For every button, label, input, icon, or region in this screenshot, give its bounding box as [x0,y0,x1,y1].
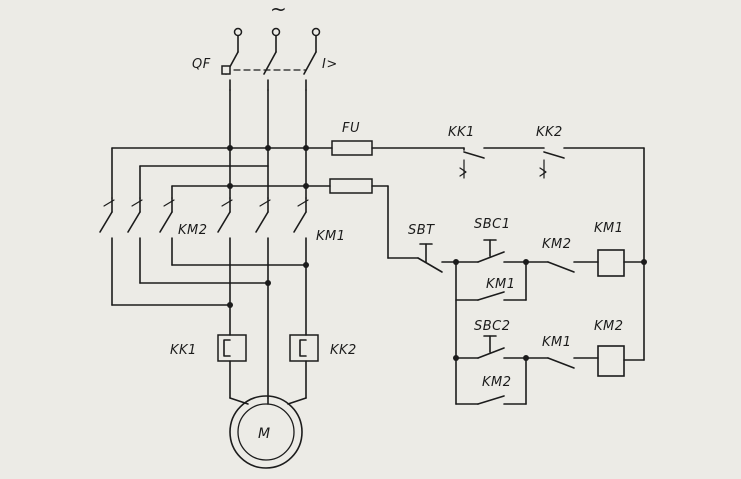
ac-symbol: ~ [270,0,287,21]
km1-interlock-label: KM1 [542,335,572,350]
km1-coil [597,249,625,277]
kk2-heater [289,334,319,362]
thermal-relays [217,334,319,399]
kk1-contact-label: KK1 [448,125,475,140]
motor [229,395,307,469]
terminal-l2 [271,27,281,37]
km2-interlock-label: KM2 [542,237,572,252]
terminal-l1 [233,27,243,37]
kk2-contact-label: KK2 [536,125,563,140]
km2-power-label: KM2 [178,223,208,238]
motor-inner [237,403,295,461]
kk1-relay-label: KK1 [170,343,197,358]
sbt-label: SBT [408,223,435,238]
phase-conductors [229,89,307,199]
km1-power-label: KM1 [316,229,346,244]
qf-latch [221,65,231,75]
fuse-1 [331,140,373,156]
km2-coil [597,345,625,377]
control-circuit [417,147,647,405]
kk1-heater [217,334,247,362]
motor-outer [229,395,303,469]
contactor-contacts [99,147,309,399]
motor-label: M [258,426,271,442]
fu-label: FU [342,121,360,136]
qf-label: QF [192,57,211,72]
terminal-l3 [311,27,321,37]
fuse-2 [329,178,373,194]
qf-breaker [221,51,317,91]
km1-coil-label: KM1 [594,221,624,236]
km1-holding-label: KM1 [486,277,516,292]
fu-fuses [329,140,373,194]
kk2-relay-label: KK2 [330,343,357,358]
km2-coil-label: KM2 [594,319,624,334]
sbc2-label: SBC2 [474,319,511,334]
sbc1-label: SBC1 [474,217,511,232]
km2-holding-label: KM2 [482,375,512,390]
supply-terminals [233,27,321,53]
control-bus [111,145,465,259]
overcurrent-label: I> [322,57,338,72]
